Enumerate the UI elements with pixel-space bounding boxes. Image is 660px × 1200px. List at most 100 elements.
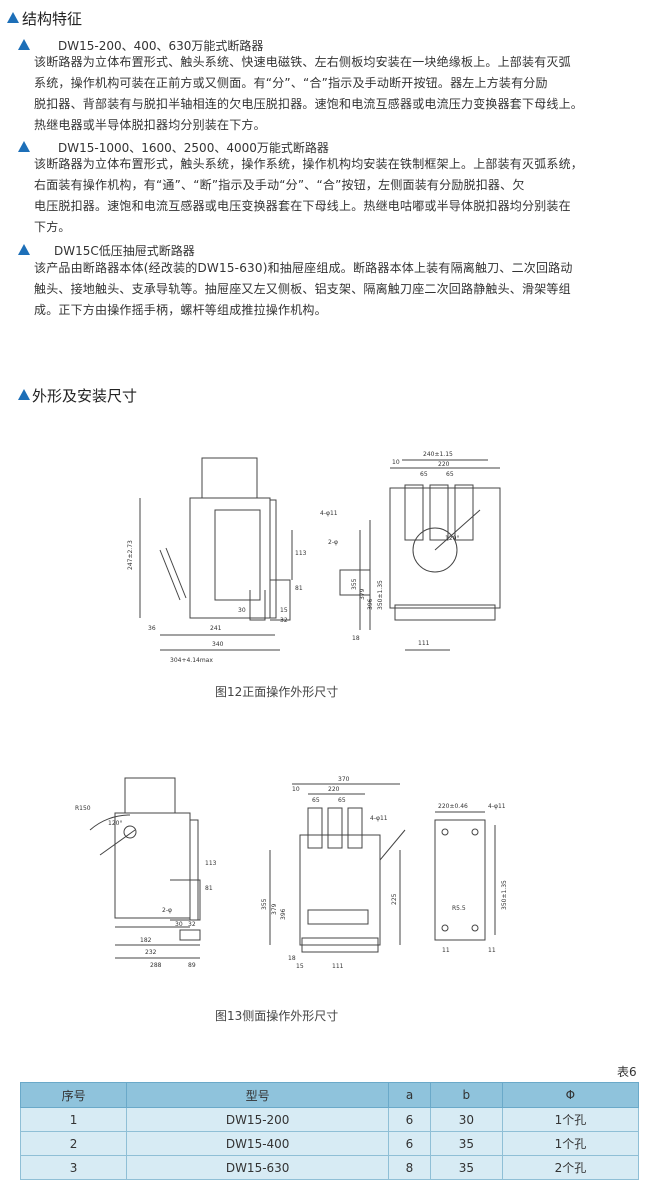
drawing-shape [339,569,371,596]
drawing-shape [179,929,201,941]
drawing-shape [389,487,501,609]
dimension-label: 15 [296,963,304,970]
drawing-shape [124,777,176,814]
dimension-label: 396 [367,598,374,610]
drawing-shape [299,834,381,946]
table-cell: 8 [388,1155,431,1180]
bullet-triangle-icon [18,141,30,152]
bullet-triangle-icon [18,39,30,50]
table-header-row: 序号 型号 a b Φ [19,1082,640,1108]
dimension-label: 113 [295,550,307,557]
table-cell: 30 [429,1107,503,1132]
item-paragraph-3: 该产品由断路器本体(经改装的DW15-630)和抽屉座组成。断路器本体上装有隔离… [34,258,573,321]
drawing-shape [434,819,486,941]
column-header: 序号 [19,1082,128,1108]
item-subtitle-1: DW15-200、400、630万能式断路器 [58,39,264,53]
dimension-label: 89 [188,962,196,969]
item-subtitle-2: DW15-1000、1600、2500、4000万能式断路器 [58,141,329,155]
section-marker-icon [18,389,30,400]
dimension-label: 4-φ11 [320,510,338,517]
paragraph-line: 成。正下方由操作摇手柄，螺杆等组成推拉操作机构。 [34,303,327,317]
section-marker-icon [7,12,19,23]
dimension-label: 288 [150,962,162,969]
drawing-shape [327,807,343,849]
dimension-label: 81 [205,885,213,892]
dimension-label: 65 [338,797,346,804]
dimension-label: 225 [391,893,398,905]
paragraph-line: 该产品由断路器本体(经改装的DW15-630)和抽屉座组成。断路器本体上装有隔离… [34,261,573,275]
drawing-shape [471,828,479,836]
dimension-label: 304+4.14max [170,657,213,664]
drawing-shape [170,879,201,921]
figure-13-drawing: R150 120° 182 232 288 89 30 32 113 81 37… [75,776,508,970]
dimension-label: 240±1.15 [423,451,453,458]
dimension-label: 232 [145,949,157,956]
dimension-label: 220 [328,786,340,793]
dimension-label: 220±0.46 [438,803,468,810]
paragraph-line: 脱扣器、背部装有与脱扣半轴相连的欠电压脱扣器。速饱和电流互感器或电流压力变换器套… [34,97,584,111]
dimension-label: 30 [238,607,246,614]
drawing-shape [201,457,258,499]
spec-table: 序号 型号 a b Φ 1 DW15-200 6 30 1个孔 2 DW15-4… [19,1082,640,1180]
table-cell: 35 [429,1131,503,1156]
drawing-shape [307,909,369,925]
drawing-shape [165,547,187,599]
dimension-label: 220 [438,461,450,468]
figure-12-drawing: 240±1.15 10 220 65 65 4-φ11 2-φ 247±2.73… [127,451,501,664]
drawing-shape [394,604,496,621]
paragraph-line: 热继电器或半导体脱扣器均分别装在下方。 [34,118,266,132]
dimension-label: 241 [210,625,222,632]
table-cell: 2 [19,1131,128,1156]
table-row: 2 DW15-400 6 35 1个孔 [19,1131,640,1156]
dimension-label: 10 [392,459,400,466]
drawing-shape [301,937,379,953]
dimension-label: 379 [359,588,366,600]
drawing-shape [270,579,291,621]
dimension-label: 15 [280,607,288,614]
drawing-shape [429,484,449,541]
dimension-label: 32 [188,921,196,928]
table-cell: DW15-630 [126,1155,390,1180]
dimension-label: 370 [338,776,350,783]
figure-13-caption: 图13侧面操作外形尺寸 [215,1009,339,1023]
table-cell: DW15-200 [126,1107,390,1132]
table-row: 1 DW15-200 6 30 1个孔 [19,1107,640,1132]
dimension-label: 350±1.35 [501,880,508,910]
dimension-label: 2-φ [328,539,338,546]
dimension-label: 182 [140,937,152,944]
dimension-label: 340 [212,641,224,648]
dimension-label: 396 [280,908,287,920]
dimension-label: 32 [280,617,288,624]
table-cell: 1个孔 [501,1131,640,1156]
paragraph-line: 该断路器为立体布置形式、触头系统、快速电磁铁、左右侧板均安装在一块绝缘板上。上部… [34,55,571,69]
dimension-label: 355 [261,898,268,910]
table-cell: 1 [19,1107,128,1132]
dimension-label: 2-φ [162,907,172,914]
drawing-shape [89,814,131,831]
table-cell: 2个孔 [501,1155,640,1180]
drawing-shape [412,527,458,573]
drawing-shape [471,924,479,932]
dimension-label: 81 [295,585,303,592]
dimension-label: 11 [442,947,450,954]
item-paragraph-1: 该断路器为立体布置形式、触头系统、快速电磁铁、左右侧板均安装在一块绝缘板上。上部… [34,52,583,136]
dimension-label: 350±1.35 [377,580,384,610]
dimension-label: R5.5 [452,905,466,912]
drawing-shape [454,484,474,541]
paragraph-line: 触头、接地触头、支承导轨等。抽屉座又左又侧板、铝支架、隔离触刀座二次回路静触头、… [34,282,571,296]
column-header: a [388,1082,431,1108]
table-cell: 6 [388,1131,431,1156]
column-header: Φ [501,1082,640,1108]
dimension-label: 11 [488,947,496,954]
drawing-shape [269,499,277,619]
column-header: 型号 [126,1082,390,1108]
drawing-shape [441,828,449,836]
paragraph-line: 该断路器为立体布置形式，触头系统，操作系统，操作机构均安装在铁制框架上。上部装有… [34,157,584,171]
dimension-label: 10 [292,786,300,793]
dimension-label: 4-φ11 [488,803,506,810]
dimension-label: 120° [108,820,122,827]
dimension-label: 30 [175,921,183,928]
dimension-label: 65 [312,797,320,804]
dimension-label: 379 [271,903,278,915]
dimension-label: 18 [288,955,296,962]
